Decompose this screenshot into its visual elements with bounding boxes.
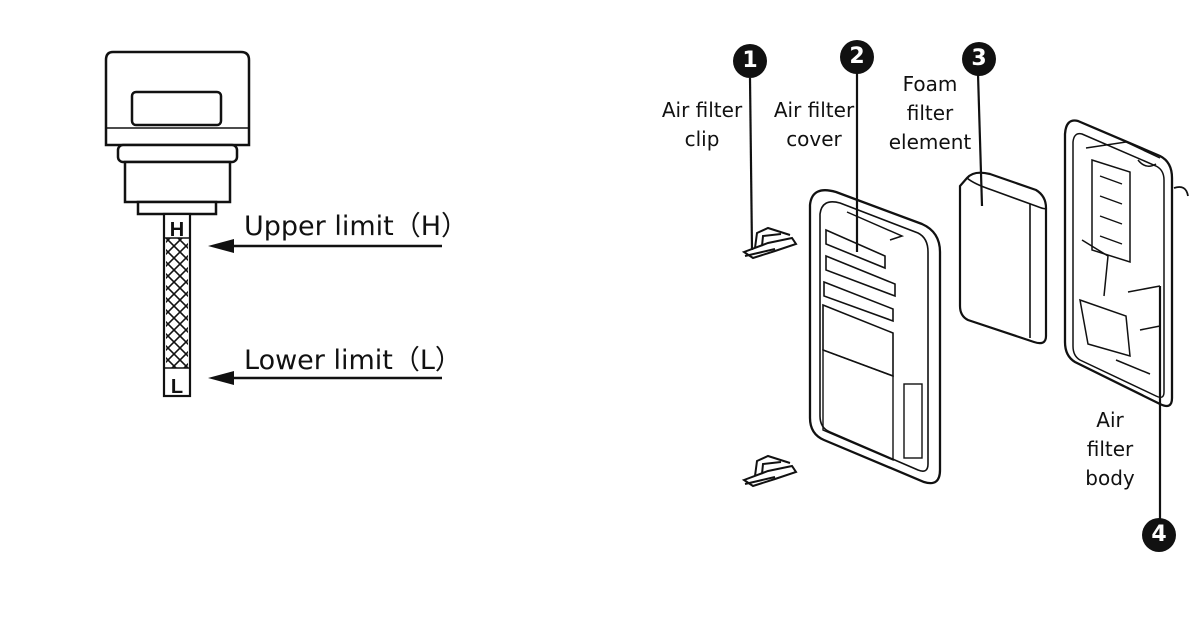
lower-limit-label: Lower limit（L） xyxy=(244,345,462,376)
part-label-air-filter-body: Air filter body xyxy=(1085,408,1135,490)
dipstick-collar xyxy=(116,143,239,164)
part-number-badge: 4 xyxy=(1142,518,1176,552)
dipstick-mark-l: L xyxy=(171,376,183,398)
air-filter-body xyxy=(1063,119,1189,408)
part-label-air-filter-clip: Air filter clip xyxy=(661,98,743,151)
part-label-foam-filter-element: Foam filter element xyxy=(888,72,972,154)
dipstick-neck xyxy=(123,160,232,204)
dipstick xyxy=(104,50,251,398)
dipstick-hatch xyxy=(166,238,188,368)
dipstick-mark-h: H xyxy=(170,219,184,241)
dipstick-base xyxy=(136,200,218,216)
leader-lines xyxy=(748,72,1162,520)
upper-limit-label: Upper limit（H） xyxy=(244,211,469,242)
foam-filter-element xyxy=(958,171,1048,345)
part-number-badge: 1 xyxy=(733,44,767,78)
upper-limit-arrow xyxy=(208,239,442,253)
dipstick-cap-window xyxy=(130,90,223,127)
lower-limit-arrow xyxy=(208,371,442,385)
part-label-air-filter-cover: Air filter cover xyxy=(773,98,855,151)
air-filter-cover xyxy=(808,189,942,485)
air-filter-clip-bottom xyxy=(741,454,798,488)
part-number-badge: 3 xyxy=(962,42,996,76)
part-number-badge: 2 xyxy=(840,40,874,74)
air-filter-clip-top xyxy=(741,226,798,260)
